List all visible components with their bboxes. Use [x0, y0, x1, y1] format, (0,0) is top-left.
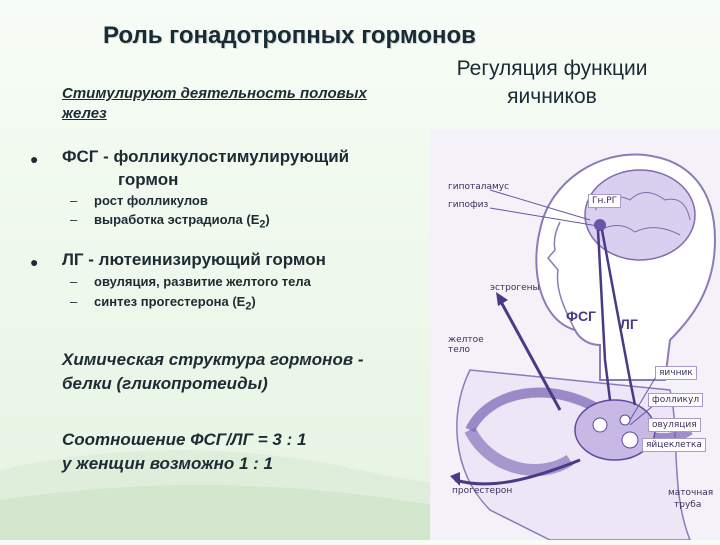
chem-line1: Химическая структура гормонов - — [62, 348, 363, 372]
label-lh: ЛГ — [620, 316, 638, 332]
subtitle: Стимулируют деятельность половых желез — [62, 84, 382, 124]
label-hypothalamus: гипоталамус — [448, 182, 509, 192]
fsh-item-1-text: рост фолликулов — [94, 193, 208, 208]
hormone-regulation-figure: гипоталамус гипофиз Гн.РГ эстрогены ФСГ … — [430, 130, 720, 540]
lh-heading: ЛГ - лютеинизирующий гормон — [62, 248, 326, 271]
label-corpus-luteum-1: желтое — [448, 335, 484, 345]
label-gnrh: Гн.РГ — [588, 194, 621, 208]
label-tube-1: маточная — [668, 488, 713, 498]
label-tube-2: труба — [674, 500, 701, 510]
label-pituitary: гипофиз — [448, 200, 488, 210]
label-ovary: яичник — [655, 366, 697, 380]
label-egg: яйцеклетка — [642, 438, 706, 452]
fsh-item-2-close: ) — [265, 212, 269, 227]
fsh-item-2-text: выработка эстрадиола (Е — [94, 212, 259, 227]
figure-title: Регуляция функции яичников — [432, 55, 672, 111]
lh-item-2: –синтез прогестерона (Е2) — [70, 294, 256, 313]
label-progesterone: прогестерон — [452, 486, 512, 496]
fsh-heading-line1: ФСГ - фолликулостимулирующий — [62, 145, 349, 168]
label-corpus-luteum-2: тело — [448, 345, 470, 355]
fsh-item-1: –рост фолликулов — [70, 193, 208, 208]
label-ovulation: овуляция — [648, 418, 701, 432]
fsh-item-2: –выработка эстрадиола (Е2) — [70, 212, 270, 231]
ratio-line1: Соотношение ФСГ/ЛГ = 3 : 1 — [62, 428, 306, 452]
lh-item-2-text: синтез прогестерона (Е — [94, 294, 245, 309]
bullet-dot-lh: ● — [30, 254, 44, 270]
label-fsh: ФСГ — [566, 308, 596, 324]
label-estrogens: эстрогены — [490, 283, 540, 293]
chem-line2: белки (гликопротеиды) — [62, 372, 268, 396]
label-follicle: фолликул — [648, 393, 703, 407]
lh-item-2-close: ) — [251, 294, 255, 309]
page-title: Роль гонадотропных гормонов — [103, 22, 476, 50]
lh-item-1-text: овуляция, развитие желтого тела — [94, 274, 311, 289]
lh-item-1: –овуляция, развитие желтого тела — [70, 274, 311, 289]
ratio-line2: у женщин возможно 1 : 1 — [62, 452, 273, 476]
fsh-heading-line2: гормон — [118, 168, 178, 191]
bullet-dot-fsh: ● — [30, 151, 44, 167]
